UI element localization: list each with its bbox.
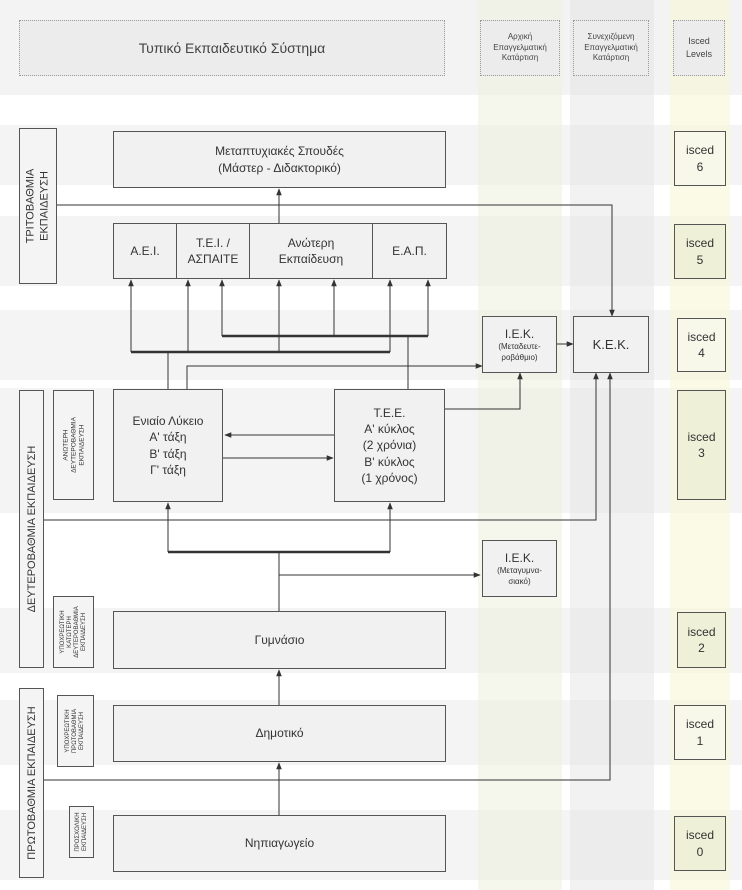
node-tee-line-3: (2 χρόνια) [362,438,417,453]
isced-0-level: 0 [696,844,704,859]
side-label-lower-secondary: ΥΠΟΧΡΕΩΤΙΚΗ ΚΑΤΩΤΕΡΗ ΔΕΥΤΕΡΟΒΑΘΜΙΑ ΕΚΠΑΙ… [53,596,94,668]
header-initial-vocational-text: Αρχική Επαγγελματική Κατάρτιση [493,32,547,63]
node-nipiagogeio[interactable]: Νηπιαγωγείο [113,815,446,872]
isced-5-label: isced [685,236,714,251]
header-continuing-vocational: Συνεχιζόμενη Επαγγελματική Κατάρτιση [573,20,649,76]
node-gymnasio-text: Γυμνάσιο [254,632,305,647]
header-initial-vocational: Αρχική Επαγγελματική Κατάρτιση [480,20,560,76]
node-anoteri-line-2: Εκπαίδευση [278,252,344,266]
edge-tertiary-to-kek [57,204,615,317]
node-iek-post-line-1: Ι.Ε.Κ. [504,327,535,342]
node-tei-line-1: Τ.Ε.Ι. / [195,235,230,250]
node-tei[interactable]: Τ.Ε.Ι. / ΑΣΠΑΙΤΕ [176,223,250,279]
isced-1-level: 1 [696,733,704,748]
bg-col-initial [478,0,562,890]
side-label-preschool: ΠΡΟΣΧΟΛΙΚΗ ΕΚΠΑΙΔΕΥΣΗ [69,806,94,858]
node-postgrad-line-2: (Μάστερ - Διδακτορικό) [218,160,341,175]
node-iek-post-line-2: (Μεταδευτε- [498,342,541,352]
node-tee-line-2: Α' κύκλος [364,422,415,437]
node-aei-text: Α.Ε.Ι. [130,243,160,258]
header-isced-levels-text: Isced Levels [685,36,712,59]
isced-1-label: isced [685,717,714,732]
isced-6-label: isced [685,143,714,158]
node-eap[interactable]: Ε.Α.Π. [372,223,447,279]
node-lykeio-line-4: Γ' τάξη [150,462,186,477]
node-lykeio-line-2: Α' τάξη [149,430,187,445]
isced-box-3: isced 3 [677,390,726,500]
side-label-upper-secondary: ΑΝΩΤΕΡΗ ΔΕΥΤΕΡΟΒΑΘΜΙΑ ΕΚΠΑΙΔΕΥΣΗ [53,390,94,500]
node-tee-line-4: Β' κύκλος [364,454,415,469]
node-eap-text: Ε.Α.Π. [392,243,427,258]
node-iek-gym[interactable]: Ι.Ε.Κ. (Μεταγυμνα- σιακό) [482,540,557,597]
side-label-secondary: ΔΕΥΤΕΡΟΒΑΘΜΙΑ ΕΚΠΑΙΔΕΥΣΗ [19,390,44,668]
isced-0-label: isced [685,828,714,843]
node-iek-post[interactable]: Ι.Ε.Κ. (Μεταδευτε- ροβάθμιο) [482,316,557,373]
page-title-text: Τυπικό Εκπαιδευτικό Σύστημα [138,40,326,56]
node-iek-gym-line-3: σιακό) [508,576,531,586]
isced-box-2: isced 2 [677,612,726,668]
node-nipiagogeio-text: Νηπιαγωγείο [244,836,315,851]
side-label-primary: ΠΡΩΤΟΒΑΘΜΙΑ ΕΚΠΑΙΔΕΥΣΗ [19,688,44,878]
node-kek[interactable]: Κ.Ε.Κ. [573,316,649,373]
node-dimotiko[interactable]: Δημοτικό [113,705,446,762]
side-label-tertiary: ΤΡΙΤΟΒΑΘΜΙΑ ΕΚΠΑΙΔΕΥΣΗ [19,128,57,284]
node-lykeio-line-3: Β' τάξη [149,446,187,461]
node-iek-post-line-3: ροβάθμιο) [501,352,538,362]
isced-3-level: 3 [698,446,705,460]
node-anoteri-line-1: Ανώτερη [287,235,335,250]
node-gymnasio[interactable]: Γυμνάσιο [113,611,446,669]
isced-4-label: isced [687,329,716,344]
node-tee-line-1: Τ.Ε.Ε. [373,406,406,421]
node-kek-text: Κ.Ε.Κ. [592,336,630,352]
node-iek-gym-line-2: (Μεταγυμνα- [497,566,542,576]
isced-2-level: 2 [698,641,705,655]
isced-box-4: isced 4 [677,318,726,372]
isced-3-label: isced [687,429,716,444]
node-tee-line-5: (1 χρόνος) [361,470,418,485]
page-title: Τυπικό Εκπαιδευτικό Σύστημα [19,20,445,76]
node-lykeio-line-1: Ενιαίο Λύκειο [132,414,204,429]
node-postgrad-line-1: Μεταπτυχιακές Σπουδές [215,144,344,159]
node-iek-gym-line-1: Ι.Ε.Κ. [504,551,535,566]
isced-6-level: 6 [696,159,704,174]
edge-primary-to-kek [44,372,613,781]
edge-secondary-to-kek [44,372,599,521]
isced-2-label: isced [687,624,716,639]
node-lykeio[interactable]: Ενιαίο Λύκειο Α' τάξη Β' τάξη Γ' τάξη [113,389,223,502]
edge-lykeio-to-iek [186,363,483,389]
node-anoteri[interactable]: Ανώτερη Εκπαίδευση [249,223,373,279]
node-dimotiko-text: Δημοτικό [255,726,304,741]
node-postgrad[interactable]: Μεταπτυχιακές Σπουδές (Μάστερ - Διδακτορ… [113,131,446,188]
node-tertiary-group: Α.Ε.Ι. Τ.Ε.Ι. / ΑΣΠΑΙΤΕ Ανώτερη Εκπαίδευ… [113,223,447,279]
isced-5-level: 5 [696,252,704,267]
header-continuing-vocational-text: Συνεχιζόμενη Επαγγελματική Κατάρτιση [584,32,638,63]
node-tei-line-2: ΑΣΠΑΙΤΕ [187,252,239,266]
side-label-compulsory-primary: ΥΠΟΧΡΕΩΤΙΚΗ ΠΡΩΤΟΒΑΘΜΙΑ ΕΚΠΑΙΔΕΥΣΗ [57,695,94,767]
isced-4-level: 4 [698,346,705,360]
header-isced-levels: Isced Levels [673,20,725,76]
node-aei[interactable]: Α.Ε.Ι. [113,223,177,279]
bg-col-continuing [570,0,654,890]
node-tee[interactable]: Τ.Ε.Ε. Α' κύκλος (2 χρόνια) Β' κύκλος (1… [334,389,445,502]
